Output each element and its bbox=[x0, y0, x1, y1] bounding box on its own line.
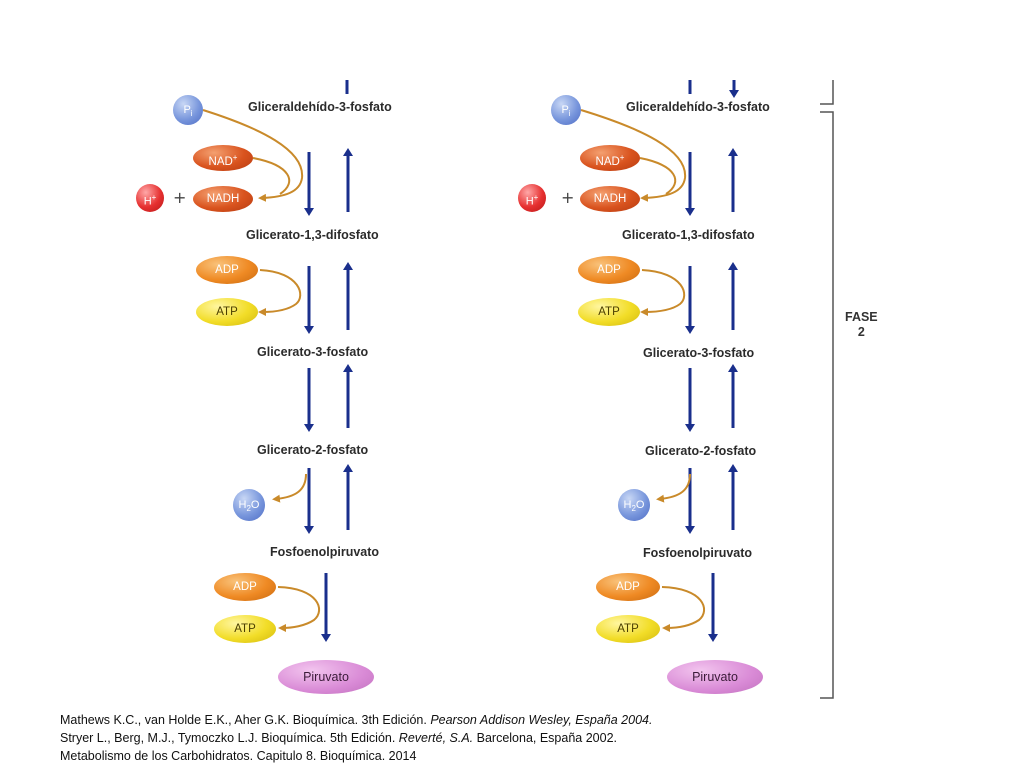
nadh-pill: NADH bbox=[580, 186, 640, 212]
metabolite-glicerato-3-fosfato: Glicerato-3-fosfato bbox=[257, 345, 369, 359]
metabolite-piruvato: Piruvato bbox=[278, 660, 374, 694]
cofactor-arrow bbox=[656, 473, 691, 503]
metabolite-glicerato-2-fosfato: Glicerato-2-fosfato bbox=[645, 444, 757, 458]
metabolite-piruvato: Piruvato bbox=[667, 660, 763, 694]
plus-sign: + bbox=[173, 188, 187, 207]
cofactor-arrow bbox=[258, 269, 302, 316]
adp-pill: ADP bbox=[196, 256, 258, 284]
proton-icon: H+ bbox=[136, 184, 164, 212]
water-icon: H2O bbox=[618, 489, 650, 521]
adp-pill: ADP bbox=[214, 573, 276, 601]
nad-plus-pill: NAD+ bbox=[193, 145, 253, 171]
atp-pill: ATP bbox=[578, 298, 640, 326]
phase-label-line1: FASE bbox=[845, 310, 878, 324]
metabolite-fosfoenolpiruvato: Fosfoenolpiruvato bbox=[643, 546, 753, 560]
reference-1: Mathews K.C., van Holde E.K., Aher G.K. … bbox=[60, 713, 653, 727]
adp-pill: ADP bbox=[596, 573, 660, 601]
atp-pill: ATP bbox=[596, 615, 660, 643]
metabolite-gliceraldehido-3-fosfato: Gliceraldehído-3-fosfato bbox=[248, 100, 392, 114]
reference-2: Stryer L., Berg, M.J., Tymoczko L.J. Bio… bbox=[60, 731, 617, 745]
cofactor-arrow bbox=[640, 269, 686, 316]
cofactor-arrow bbox=[661, 586, 705, 632]
proton-icon: H+ bbox=[518, 184, 546, 212]
cofactor-arrow bbox=[272, 473, 307, 503]
atp-pill: ATP bbox=[196, 298, 258, 326]
metabolite-glicerato-1-3-difosfato: Glicerato-1,3-difosfato bbox=[622, 228, 755, 242]
references: Mathews K.C., van Holde E.K., Aher G.K. … bbox=[60, 711, 652, 765]
cofactor-arrow bbox=[277, 586, 320, 632]
nadh-pill: NADH bbox=[193, 186, 253, 212]
cofactor-arrow bbox=[202, 109, 304, 202]
phase-2-bracket bbox=[820, 111, 834, 699]
nad-plus-pill: NAD+ bbox=[580, 145, 640, 171]
metabolite-glicerato-3-fosfato: Glicerato-3-fosfato bbox=[643, 346, 755, 360]
plus-sign: + bbox=[561, 188, 575, 207]
phase-label-line2: 2 bbox=[857, 325, 865, 339]
metabolite-glicerato-1-3-difosfato: Glicerato-1,3-difosfato bbox=[246, 228, 379, 242]
phase-1-bracket-end bbox=[820, 80, 834, 105]
metabolite-fosfoenolpiruvato: Fosfoenolpiruvato bbox=[270, 545, 380, 559]
adp-pill: ADP bbox=[578, 256, 640, 284]
phosphate-icon: Pi bbox=[551, 95, 581, 125]
atp-pill: ATP bbox=[214, 615, 276, 643]
cofactor-arrow bbox=[252, 157, 291, 195]
metabolite-glicerato-2-fosfato: Glicerato-2-fosfato bbox=[257, 443, 369, 457]
cofactor-arrow bbox=[639, 157, 677, 195]
reference-3: Metabolismo de los Carbohidratos. Capitu… bbox=[60, 749, 417, 763]
phase-label: FASE 2 bbox=[845, 310, 878, 340]
water-icon: H2O bbox=[233, 489, 265, 521]
phosphate-icon: Pi bbox=[173, 95, 203, 125]
cofactor-arrow bbox=[580, 109, 687, 202]
metabolite-gliceraldehido-3-fosfato: Gliceraldehído-3-fosfato bbox=[626, 100, 770, 114]
